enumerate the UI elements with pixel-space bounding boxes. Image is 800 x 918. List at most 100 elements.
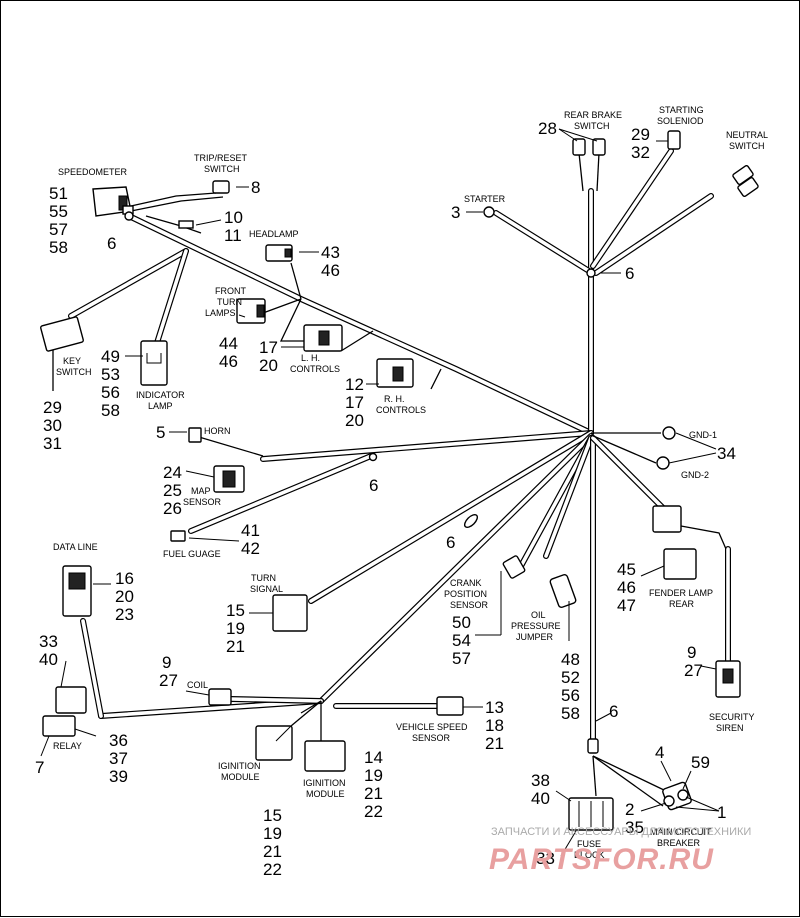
label-starter: STARTER	[464, 194, 506, 204]
clip-markers	[124, 211, 599, 754]
label-ign2-1: IGINITION	[303, 778, 346, 788]
oil-pressure-jumper	[549, 573, 577, 609]
callout-ign2-2: 19	[364, 766, 383, 785]
speedometer-component	[92, 186, 134, 217]
label-front-turn-3: LAMPS	[205, 308, 236, 318]
indicator-lamp-component	[140, 340, 168, 386]
label-oil-2: PRESSURE	[511, 621, 561, 631]
label-fuse-1: FUSE	[577, 839, 601, 849]
callout-indicator-1: 49	[101, 347, 120, 366]
callout-fuse-top-1: 38	[531, 771, 550, 790]
callout-horn: 5	[156, 423, 165, 442]
callout-speedo-4: 58	[49, 238, 68, 257]
watermark: ЗАПЧАСТИ И АКСЕССУАРЫ ДЛЯ МОТОТЕХНИКИ PA…	[489, 826, 751, 876]
callout-map-clip: 6	[369, 476, 378, 495]
label-ign1-2: MODULE	[221, 772, 260, 782]
label-starting-2: SOLENIOD	[657, 116, 704, 126]
rh-controls-connector	[376, 358, 414, 388]
callout-mcb-2: 2	[625, 800, 634, 819]
label-rear-brake-1: REAR BRAKE	[564, 110, 622, 120]
label-lh-2: CONTROLS	[290, 364, 340, 374]
label-horn: HORN	[204, 426, 231, 436]
callout-fender-3: 47	[617, 596, 636, 615]
callout-speedo-1: 51	[49, 184, 68, 203]
callout-front-turn-2: 46	[219, 352, 238, 371]
callout-ign1-1: 15	[263, 806, 282, 825]
label-trip-reset-1: TRIP/RESET	[194, 153, 248, 163]
callout-indicator-3: 56	[101, 383, 120, 402]
callout-map-1: 24	[163, 463, 182, 482]
label-starting-1: STARTING	[659, 105, 704, 115]
callout-rh-1: 12	[345, 375, 364, 394]
label-turn-2: SIGNAL	[250, 584, 283, 594]
label-mcb-1: MAIN CIRCUIT	[650, 827, 712, 837]
label-mcb-2: BREAKER	[657, 838, 701, 848]
callout-ign2-4: 22	[364, 802, 383, 821]
label-speedometer: SPEEDOMETER	[58, 167, 128, 177]
callout-rear-brake: 28	[538, 119, 557, 138]
callout-fender-2: 46	[617, 578, 636, 597]
callout-turn-2: 19	[226, 619, 245, 638]
callout-mid-clip: 6	[446, 533, 455, 552]
label-key-1: KEY	[63, 356, 81, 366]
headlamp-connector	[265, 244, 293, 262]
watermark-line2: PARTSFOR.RU	[489, 843, 714, 876]
relay-component	[42, 686, 87, 737]
label-gnd1: GND-1	[689, 430, 717, 440]
callout-key-1: 29	[43, 398, 62, 417]
label-crank-3: SENSOR	[450, 600, 489, 610]
horn-connector	[188, 427, 202, 443]
harness-trunks	[68, 148, 731, 749]
callout-fuse-top-2: 40	[531, 789, 550, 808]
callout-vss-2: 18	[485, 716, 504, 735]
callout-mcb-59: 59	[691, 753, 710, 772]
label-headlamp: HEADLAMP	[249, 229, 299, 239]
label-oil-1: OIL	[531, 610, 546, 620]
callout-coil-1: 9	[162, 653, 171, 672]
callout-headlamp-2: 46	[321, 261, 340, 280]
callout-oil-4: 58	[561, 704, 580, 723]
label-turn-1: TURN	[251, 573, 276, 583]
callout-vss-3: 21	[485, 734, 504, 753]
callout-crank-1: 50	[452, 613, 471, 632]
label-data-line: DATA LINE	[53, 542, 98, 552]
callout-speedo-clip: 6	[107, 234, 116, 253]
callout-vss-1: 13	[485, 698, 504, 717]
callout-data-line-1: 16	[115, 569, 134, 588]
callout-map-2: 25	[163, 481, 182, 500]
label-rh-2: CONTROLS	[376, 405, 426, 415]
component-labels: SPEEDOMETER TRIP/RESET SWITCH REAR BRAKE…	[53, 105, 768, 860]
callout-relay-top-2: 40	[39, 650, 58, 669]
callout-fender-1: 45	[617, 560, 636, 579]
lh-controls-connector	[303, 324, 343, 352]
label-gnd2: GND-2	[681, 470, 709, 480]
callout-rh-2: 17	[345, 393, 364, 412]
turn-signal-component	[272, 594, 308, 632]
vss-connector	[436, 696, 464, 716]
callout-crank-3: 57	[452, 649, 471, 668]
callout-trip: 8	[251, 178, 260, 197]
callout-mcb-35: 35	[625, 818, 644, 837]
callout-indicator-4: 58	[101, 401, 120, 420]
watermark-line1: ЗАПЧАСТИ И АКСЕССУАРЫ ДЛЯ МОТОТЕХНИКИ	[491, 826, 751, 838]
callout-ign2-3: 21	[364, 784, 383, 803]
callout-turn-3: 21	[226, 637, 245, 656]
callout-fuse-bottom: 33	[536, 849, 555, 868]
fuse-block-component	[568, 797, 614, 831]
callout-mcb-1: 1	[717, 803, 726, 822]
callout-front-turn-1: 44	[219, 334, 238, 353]
label-map-1: MAP	[191, 486, 211, 496]
label-ign1-1: IGINITION	[218, 761, 261, 771]
callout-siren-1: 9	[687, 643, 696, 662]
label-trip-reset-2: SWITCH	[204, 164, 240, 174]
neutral-switch	[732, 165, 759, 197]
callout-crank-2: 54	[452, 631, 471, 650]
label-rh-1: R. H.	[384, 394, 405, 404]
callout-data-line-2: 20	[115, 587, 134, 606]
callout-lh-1: 17	[259, 338, 278, 357]
label-ign2-2: MODULE	[306, 789, 345, 799]
main-circuit-breaker	[662, 781, 692, 811]
thin-wires	[52, 152, 727, 807]
